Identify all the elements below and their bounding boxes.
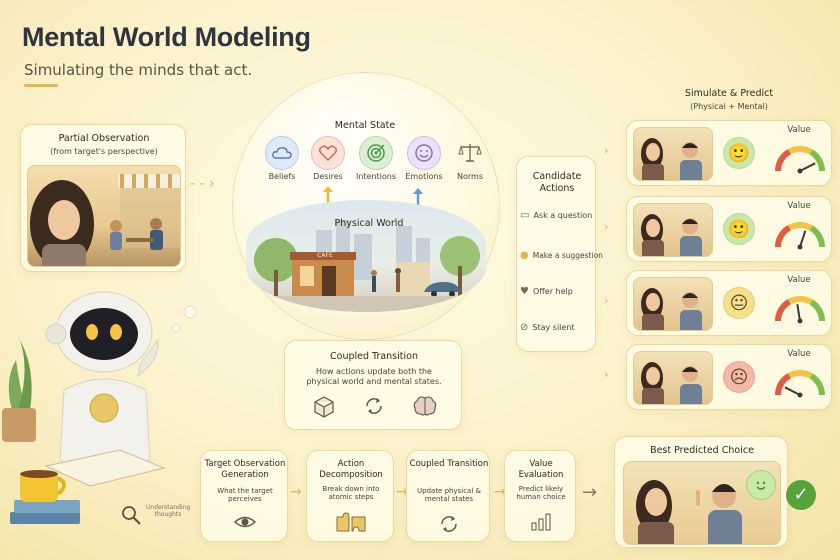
physical-world-scene: CAFE (246, 200, 486, 312)
arrow-observation-to-mental: - - › (190, 176, 215, 192)
value-gauge (775, 296, 825, 324)
cafe-sign: CAFE (317, 252, 333, 259)
candidate-actions-title: Candidate Actions (532, 171, 582, 194)
simulation-row: 🙂 Value (626, 196, 832, 262)
value-gauge (775, 222, 825, 250)
candidate-to-simulation-arrow: › (604, 294, 609, 307)
simulation-scene-image (633, 127, 713, 181)
candidate-action-help[interactable]: ♥ Offer help (520, 286, 573, 297)
best-choice-image (623, 461, 781, 545)
best-choice-title: Best Predicted Choice (650, 445, 754, 456)
emotion-face-icon: ☹ (723, 361, 755, 393)
mental-state-beliefs: Beliefs (262, 136, 302, 181)
simulation-row: 🙂 Value (626, 120, 832, 186)
pipeline-arrow-2: → (396, 484, 408, 500)
simulate-subtitle: (Physical + Mental) (690, 102, 768, 111)
partial-observation-card: Partial Observation (from target's persp… (20, 124, 186, 272)
pipeline-step-value: Value Evaluation Predict likely human ch… (504, 450, 576, 542)
candidate-action-ask[interactable]: ▭ Ask a question (520, 210, 593, 221)
physical-world-title: Physical World (334, 218, 404, 229)
emotion-face-icon: 🙂 (723, 213, 755, 245)
candidate-to-simulation-arrow: › (604, 220, 609, 233)
cycle-icon (363, 395, 385, 421)
simulation-row: 😐 Value (626, 270, 832, 336)
mental-state-icons: Beliefs Desires Intentions Emotions Norm… (262, 136, 488, 182)
value-label: Value (787, 201, 811, 211)
value-gauge (775, 146, 825, 174)
simulate-predict-card: Simulate & Predict (Physical + Mental) (626, 78, 832, 112)
cube-icon (313, 395, 335, 423)
simulation-scene-image (633, 203, 713, 257)
mute-icon: ⊘ (520, 322, 529, 333)
pipeline-arrow-1: → (290, 484, 302, 500)
scales-icon (453, 136, 487, 170)
value-label: Value (787, 349, 811, 359)
mental-state-norms: Norms (450, 136, 490, 181)
target-icon (359, 136, 393, 170)
cloud-icon (265, 136, 299, 170)
value-label: Value (787, 125, 811, 135)
eye-icon (233, 513, 257, 535)
coupled-transition-title: Coupled Transition (330, 351, 418, 362)
puzzle-icon (335, 511, 367, 537)
mental-state-emotions: Emotions (402, 136, 446, 181)
mental-state-desires: Desires (308, 136, 348, 181)
brain-icon (413, 395, 437, 421)
coupled-transition-card: Coupled Transition How actions update bo… (284, 340, 462, 430)
partial-observation-title: Partial Observation (58, 133, 150, 144)
understanding-label: Understanding thoughts (146, 504, 191, 518)
simulation-scene-image (633, 351, 713, 405)
helping-hand-icon: ♥ (520, 286, 529, 297)
smile-icon (407, 136, 441, 170)
simulation-row: ☹ Value (626, 344, 832, 410)
pipeline-step-observation: Target Observation Generation What the t… (200, 450, 288, 542)
value-label: Value (787, 275, 811, 285)
page-title: Mental World Modeling (22, 22, 311, 52)
cafe-scene-image (27, 165, 181, 267)
check-icon: ✓ (786, 480, 816, 510)
pipeline-arrow-4: → (582, 482, 598, 503)
candidate-to-simulation-arrow: › (604, 368, 609, 381)
pipeline-arrow-3: → (494, 484, 506, 500)
value-gauge (775, 370, 825, 398)
best-choice-card: Best Predicted Choice (614, 436, 788, 548)
simulation-scene-image (633, 277, 713, 331)
coupled-transition-description: How actions update both the physical wor… (306, 367, 442, 386)
candidate-action-suggest[interactable]: ● Make a suggestion (520, 250, 603, 261)
bar-chart-icon (531, 513, 551, 535)
simulate-title: Simulate & Predict (684, 88, 774, 99)
partial-observation-subtitle: (from target's perspective) (50, 147, 158, 156)
pipeline-step-coupled: Coupled Transition Update physical & men… (406, 450, 490, 542)
best-choice-face (746, 470, 776, 500)
heart-icon (311, 136, 345, 170)
magnifier-icon (120, 504, 142, 530)
pipeline-step-decomposition: Action Decomposition Break down into ato… (306, 450, 394, 542)
robot-illustration (0, 280, 222, 560)
candidate-action-silent[interactable]: ⊘ Stay silent (520, 322, 575, 333)
mental-state-title: Mental State (334, 120, 396, 131)
title-underline (24, 84, 58, 87)
page-subtitle: Simulating the minds that act. (24, 61, 253, 79)
mental-state-intentions: Intentions (354, 136, 398, 181)
lightbulb-icon: ● (520, 250, 529, 261)
emotion-face-icon: 🙂 (723, 137, 755, 169)
cycle-icon (438, 513, 460, 539)
candidate-to-simulation-arrow: › (604, 144, 609, 157)
emotion-face-icon: 😐 (723, 287, 755, 319)
candidate-actions-card: Candidate Actions (516, 156, 596, 352)
speech-icon: ▭ (520, 210, 530, 221)
